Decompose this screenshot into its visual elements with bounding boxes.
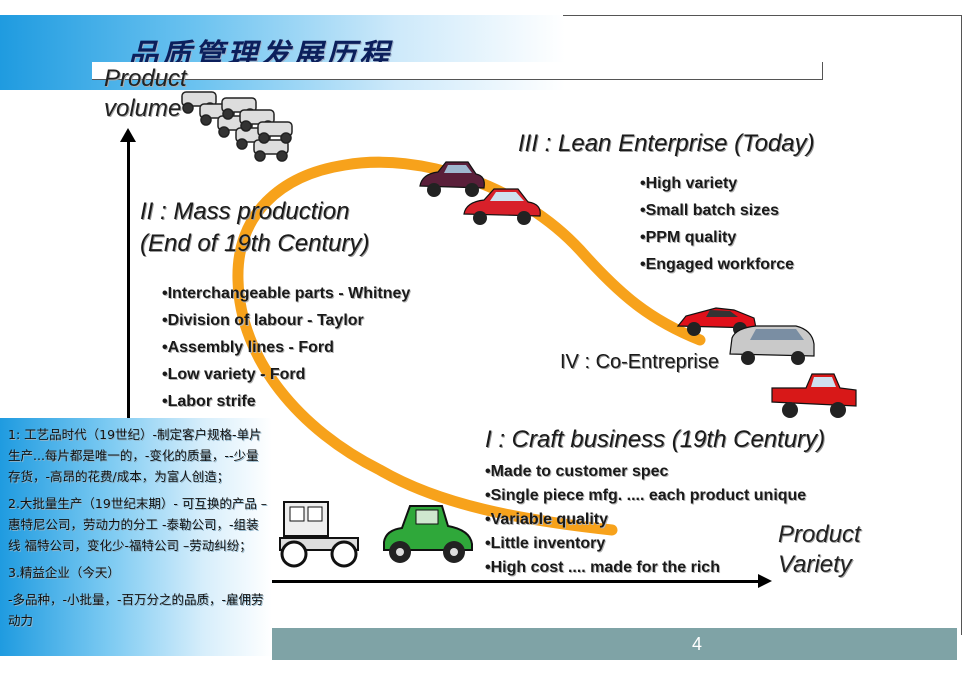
notes-box: 1: 工艺品时代（19世纪）-制定客户规格-单片生产...每片都是唯一的，-变化… <box>0 418 272 656</box>
pickup-truck-icon <box>771 373 857 418</box>
notes-paragraph-2: 2.大批量生产（19世纪末期）- 可互换的产品 –惠特尼公司，劳动力的分工 -泰… <box>8 496 268 553</box>
phase-mass-title-line1: II : Mass production <box>140 198 350 225</box>
phase-lean-title: III : Lean Enterprise (Today) <box>518 130 815 157</box>
notes-paragraph-4: -多品种，-小批量，-百万分之的品质，-雇佣劳动力 <box>8 592 264 628</box>
list-item: •Division of labour - Taylor <box>162 312 364 329</box>
x-axis-label: Product Variety <box>778 520 861 580</box>
footer-bar: 4 <box>272 628 957 660</box>
list-item: •Labor strife <box>162 393 256 410</box>
x-axis-label-line2: Variety <box>778 551 852 578</box>
vintage-car-icon <box>279 501 359 568</box>
list-item: •Engaged workforce <box>640 256 795 273</box>
evolution-curve-path <box>232 156 706 536</box>
phase-craft-title: I : Craft business (19th Century) <box>485 426 826 453</box>
x-axis-arrow-icon <box>758 574 772 588</box>
list-item: •PPM quality <box>640 229 737 246</box>
notes-paragraph-1: 1: 工艺品时代（19世纪）-制定客户规格-单片生产...每片都是唯一的，-变化… <box>8 427 262 484</box>
phase-mass-production-title: II : Mass production (End of 19th Centur… <box>140 196 369 260</box>
list-item: •Interchangeable parts - Whitney <box>162 285 411 302</box>
y-axis-arrow-icon <box>120 128 136 142</box>
slide-frame <box>92 62 823 80</box>
y-axis <box>127 140 130 582</box>
list-item: •High variety <box>640 175 738 192</box>
list-item: •Little inventory <box>485 535 606 552</box>
phase-lean-bullets: •High variety •Small batch sizes •PPM qu… <box>640 170 794 278</box>
vintage-car-icon <box>383 505 473 563</box>
list-item: •Low variety - Ford <box>162 366 306 383</box>
notes-paragraph-3: 3.精益企业（今天） <box>8 565 120 580</box>
sedan-icon <box>463 188 541 225</box>
y-axis-label: Product volume <box>104 64 187 124</box>
minivan-icon <box>729 325 815 365</box>
list-item: •Single piece mfg. .... each product uni… <box>485 487 807 504</box>
phase-mass-title-line2: (End of 19th Century) <box>140 230 370 257</box>
phase-craft-bullets: •Made to customer spec •Single piece mfg… <box>485 460 806 580</box>
list-item: •Made to customer spec <box>485 463 669 480</box>
y-axis-label-line2: volume <box>104 95 182 122</box>
phase-mass-bullets: •Interchangeable parts - Whitney •Divisi… <box>162 280 410 415</box>
x-axis <box>127 580 762 583</box>
y-axis-label-line1: Product <box>104 65 187 92</box>
frame-right-line <box>961 15 962 635</box>
notes-text: 1: 工艺品时代（19世纪）-制定客户规格-单片生产...每片都是唯一的，-变化… <box>8 424 268 637</box>
list-item: •Variable quality <box>485 511 608 528</box>
list-item: •High cost .... made for the rich <box>485 559 720 576</box>
sedan-icon <box>419 161 485 197</box>
car-fleet-icon <box>181 91 293 162</box>
x-axis-label-line1: Product <box>778 521 861 548</box>
frame-top-line <box>563 15 961 16</box>
phase-co-entreprise-title: IV : Co-Entreprise <box>560 351 719 373</box>
list-item: •Assembly lines - Ford <box>162 339 334 356</box>
list-item: •Small batch sizes <box>640 202 779 219</box>
page-number: 4 <box>691 634 702 654</box>
